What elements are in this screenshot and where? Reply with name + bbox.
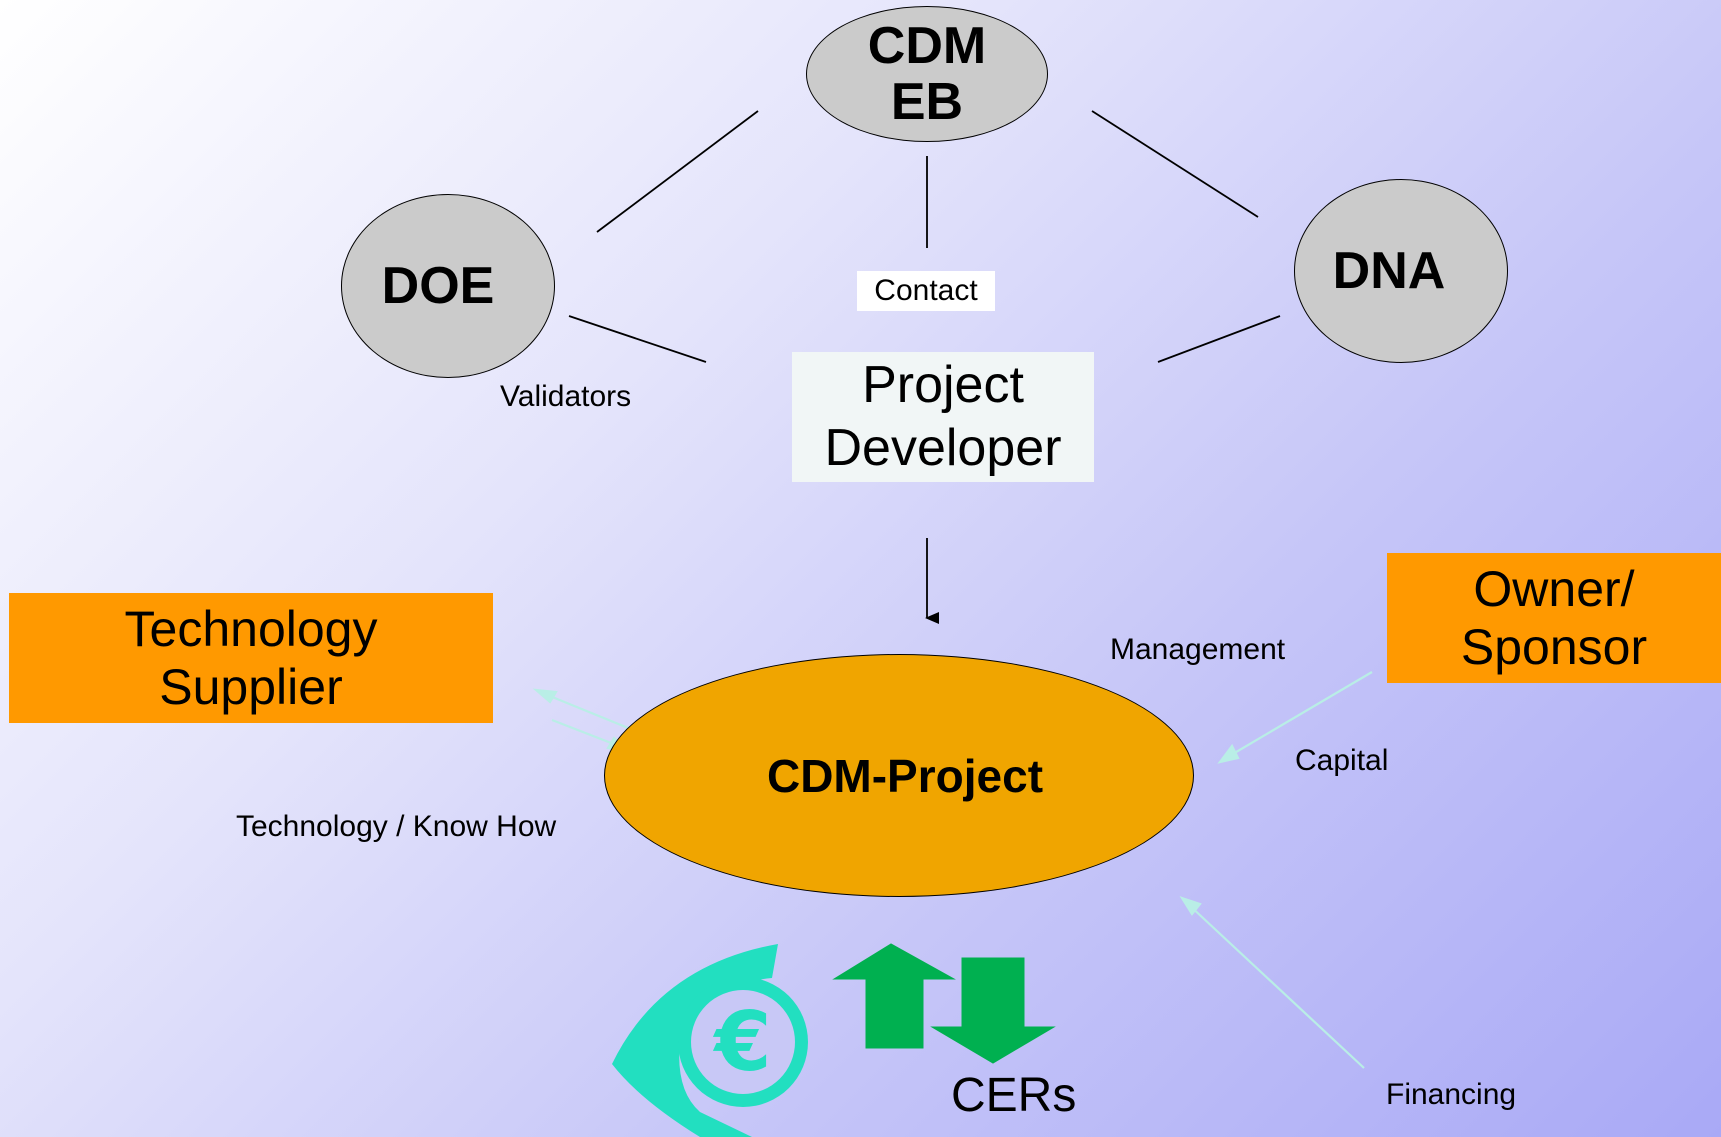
capital-label: Capital xyxy=(1295,744,1389,777)
financing-label: Financing xyxy=(1386,1078,1517,1111)
project-developer-line1: Project xyxy=(862,356,1024,414)
cdm-project-node: CDM-Project xyxy=(604,654,1194,897)
contact-label: Contact xyxy=(874,274,978,307)
project-developer-box: Project Developer xyxy=(792,352,1094,482)
capital-arrow xyxy=(1217,671,1373,764)
contact-label-box: Contact xyxy=(857,271,995,311)
cdm-eb-line2: EB xyxy=(890,73,964,131)
doe-node: DOE xyxy=(341,194,555,378)
owner-sponsor-line2: Sponsor xyxy=(1460,619,1648,675)
technology-supplier-line1: Technology xyxy=(124,601,378,657)
line-eb-dna xyxy=(1091,110,1259,218)
owner-sponsor-box: Owner/ Sponsor xyxy=(1387,553,1721,683)
owner-sponsor-line1: Owner/ xyxy=(1473,561,1635,617)
cers-label: CERs xyxy=(951,1069,1077,1122)
line-doe-pd xyxy=(568,315,707,363)
validators-label: Validators xyxy=(500,380,632,413)
cdm-project-label: CDM-Project xyxy=(766,749,1044,802)
financing-arrow xyxy=(1179,895,1365,1069)
project-developer-line2: Developer xyxy=(824,419,1062,477)
dna-label: DNA xyxy=(1332,242,1446,300)
technology-supplier-line2: Supplier xyxy=(159,659,343,715)
technology-supplier-box: Technology Supplier xyxy=(9,593,493,723)
line-eb-doe xyxy=(596,110,759,233)
dna-node: DNA xyxy=(1294,179,1508,363)
technology-know-how-label: Technology / Know How xyxy=(236,810,557,843)
cers-exchange-icon xyxy=(832,943,1056,1064)
cdm-eb-node: CDM EB xyxy=(806,6,1048,142)
cdm-eb-line1: CDM xyxy=(867,17,987,75)
doe-label: DOE xyxy=(381,257,495,315)
euro-icon: € xyxy=(612,944,808,1137)
management-label: Management xyxy=(1110,633,1286,666)
line-dna-pd xyxy=(1157,315,1281,363)
euro-symbol: € xyxy=(712,995,771,1090)
